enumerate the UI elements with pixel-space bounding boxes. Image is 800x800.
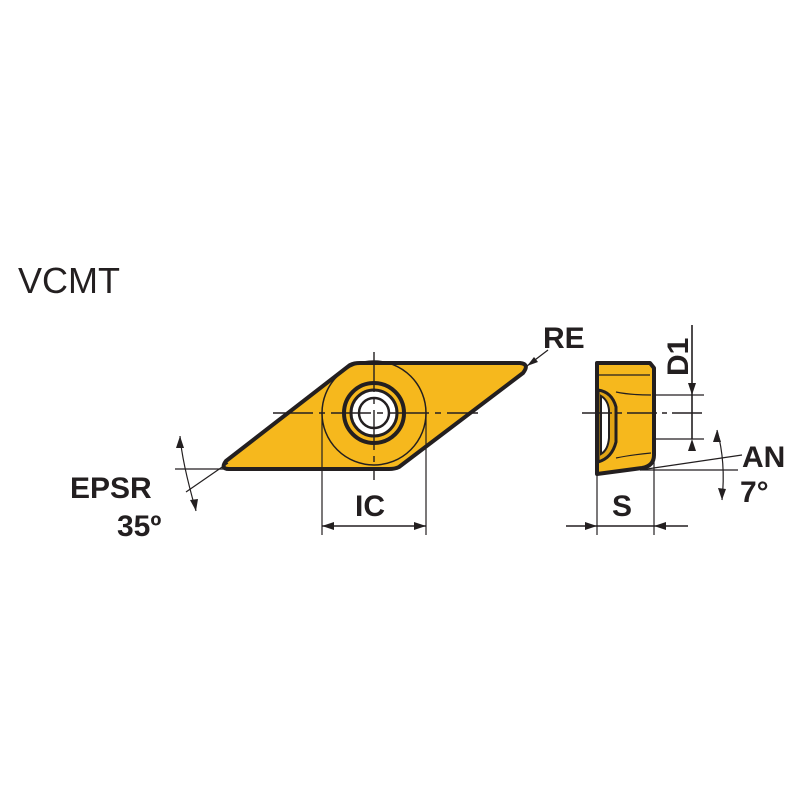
an-label: AN: [742, 441, 785, 474]
ic-dimension: IC: [321, 413, 427, 535]
epsr-value: 35º: [117, 510, 161, 543]
d1-label: D1: [662, 338, 695, 376]
top-view: [221, 352, 528, 480]
epsr-label: EPSR: [70, 472, 152, 505]
d1-dimension: D1: [652, 325, 704, 451]
ic-label: IC: [355, 490, 385, 523]
insert-type-title: VCMT: [18, 260, 120, 301]
re-dimension: RE: [526, 322, 585, 367]
side-hole-inner: [600, 394, 610, 456]
s-label: S: [612, 490, 632, 523]
an-dimension: AN 7°: [639, 429, 785, 509]
side-view: [582, 361, 706, 476]
re-label: RE: [543, 322, 585, 355]
epsr-dimension: EPSR 35º: [70, 435, 229, 543]
side-hole-chamfer: [615, 391, 652, 459]
s-dimension: S: [566, 455, 688, 535]
an-value: 7°: [740, 476, 769, 509]
